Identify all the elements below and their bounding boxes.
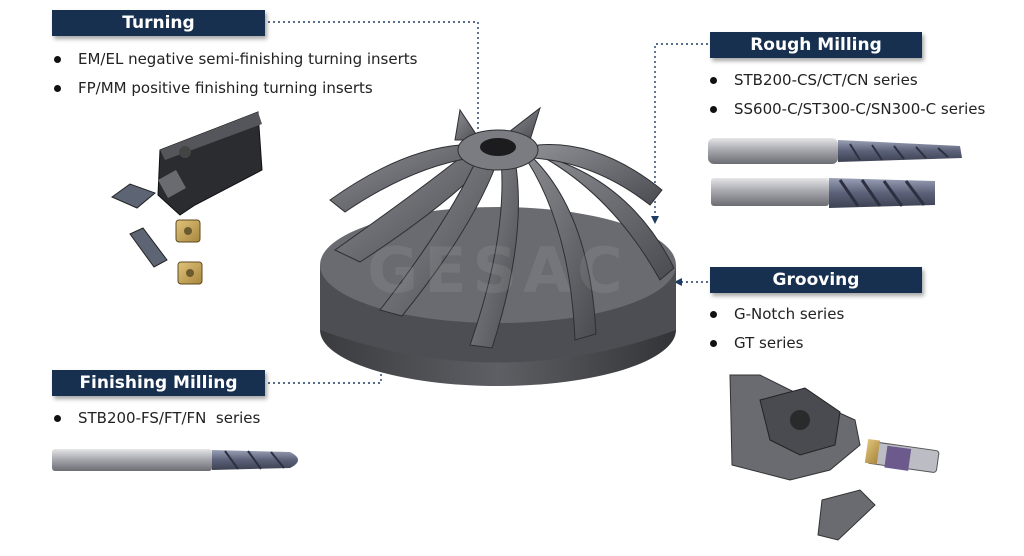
list-item: EM/EL negative semi-finishing turning in… (52, 45, 417, 74)
list-item: FP/MM positive finishing turning inserts (52, 74, 417, 103)
turning-list: EM/EL negative semi-finishing turning in… (52, 45, 417, 103)
list-item: STB200-FS/FT/FN series (52, 404, 260, 433)
watermark-text: GESAC (367, 234, 628, 307)
finishing-milling-list: STB200-FS/FT/FN series (52, 404, 260, 433)
grooving-title: Grooving (710, 267, 922, 293)
list-item: G-Notch series (708, 300, 844, 329)
list-item: SS600-C/ST300-C/SN300-C series (708, 95, 985, 124)
turning-title: Turning (52, 10, 265, 36)
rough-milling-tools-image (708, 138, 962, 208)
list-item: GT series (708, 329, 844, 358)
finishing-milling-tool-image (52, 449, 298, 471)
rough-milling-list: STB200-CS/CT/CN series SS600-C/ST300-C/S… (708, 66, 985, 124)
finishing-milling-title: Finishing Milling (52, 370, 265, 396)
impeller-image: GESAC (320, 106, 676, 386)
rough-milling-title: Rough Milling (710, 32, 922, 58)
grooving-tool-image (729, 374, 940, 541)
list-item: STB200-CS/CT/CN series (708, 66, 985, 95)
turning-tool-image (110, 111, 263, 285)
grooving-list: G-Notch series GT series (708, 300, 844, 358)
